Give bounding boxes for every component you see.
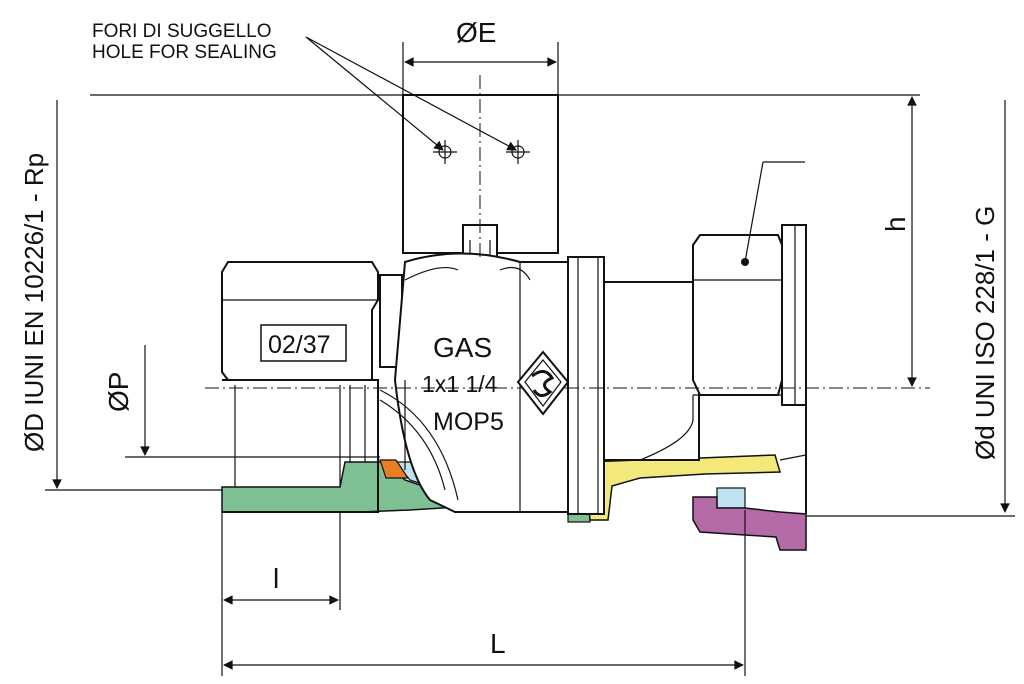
dimension-P-label: ØP (103, 372, 134, 412)
dimension-l-label: l (273, 563, 279, 594)
orange-seal (379, 459, 410, 479)
dimension-E-label: ØE (456, 17, 496, 48)
valve-outline (205, 75, 930, 515)
sealing-label-italian: FORI DI SUGGELLO (92, 21, 271, 42)
right-flange (781, 224, 807, 406)
certification-logo (516, 350, 570, 416)
mop-label: MOP5 (433, 408, 504, 436)
purple-tailpiece (692, 496, 807, 551)
size-label: 1x1 1/4 (422, 371, 498, 397)
right-thread-standard: Ød UNI ISO 228/1 - G (970, 206, 1000, 460)
dimension-lines (45, 42, 1015, 676)
sealing-holes (305, 36, 530, 164)
dimension-L-label: L (490, 628, 506, 659)
dimension-h-label: h (880, 216, 911, 232)
blue-gasket (716, 487, 746, 509)
labels: FORI DI SUGGELLO HOLE FOR SEALING ØE h Ø… (19, 17, 1000, 659)
code-box-text: 02/37 (268, 331, 331, 359)
sealing-label-english: HOLE FOR SEALING (92, 42, 277, 63)
left-thread-standard: ØD IUNI EN 10226/1 - Rp (19, 153, 49, 452)
gas-label: GAS (433, 332, 492, 363)
left-hex-nut (221, 261, 379, 381)
right-hex-nut (692, 234, 783, 396)
code-box (260, 324, 347, 362)
